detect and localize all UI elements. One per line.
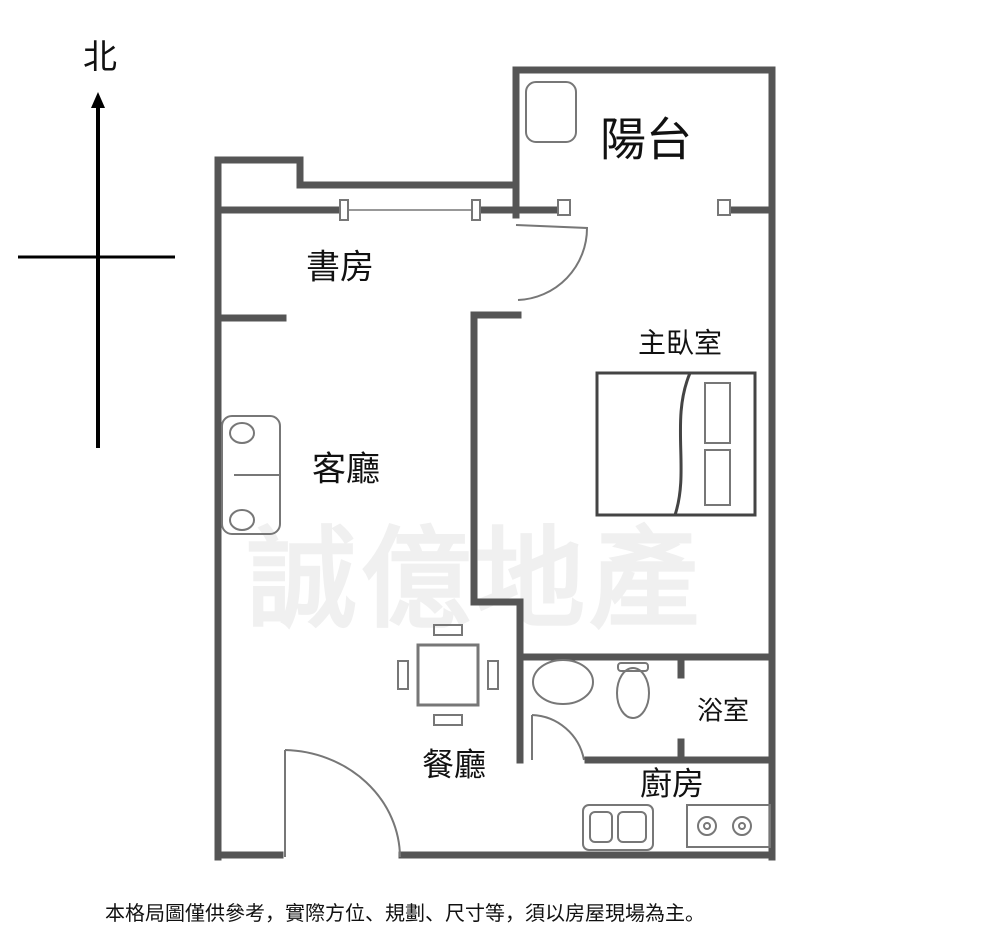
walls [214,66,776,861]
room-label-living-room: 客廳 [312,449,380,490]
bathroom-door [531,714,585,761]
dining-table-icon [397,624,499,726]
window-post [339,199,349,221]
room-label-kitchen: 廚房 [639,764,705,803]
bed-icon [595,371,757,517]
stove-icon [686,804,771,848]
sofa-icon [221,415,281,535]
toilet-icon [616,662,650,719]
room-label-study: 書房 [306,247,374,288]
kitchen-sink-icon [582,804,654,851]
fixtures [221,81,771,858]
room-label-dining-room: 餐廳 [421,745,487,784]
washer-icon [525,81,577,143]
balcony-post [717,199,731,216]
room-label-bathroom: 浴室 [696,696,750,727]
entrance-door [284,749,401,858]
compass-icon [18,92,175,448]
room-label-master-bedroom: 主臥室 [637,326,723,360]
balcony-door [515,224,589,301]
sink-icon [532,659,594,705]
north-label: 北 [83,37,117,78]
disclaimer: 本格局圖僅供參考，實際方位、規劃、尺寸等，須以房屋現場為主。 [105,901,705,925]
balcony-post [557,199,571,216]
window-post [471,199,481,221]
room-label-balcony: 陽台 [600,112,692,167]
